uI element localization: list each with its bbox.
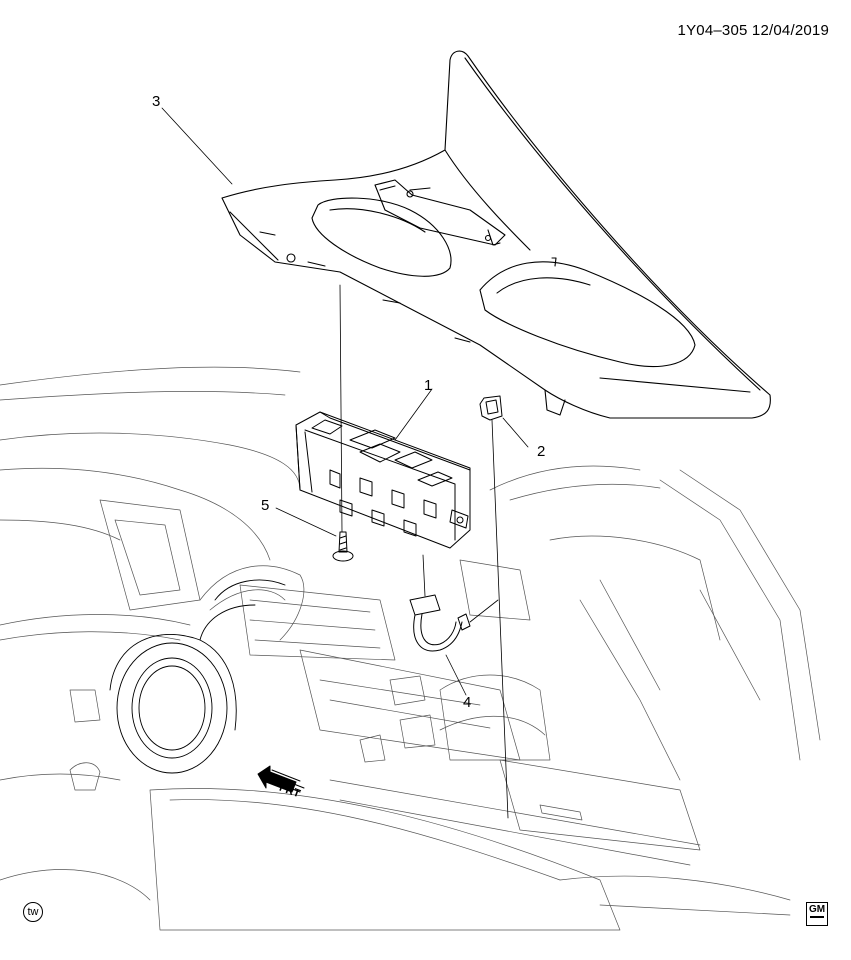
callout-5: 5: [261, 497, 270, 514]
screw: [332, 531, 354, 562]
wire-harness: [409, 594, 471, 652]
console-trim-plate: [221, 50, 771, 419]
shift-boot: [109, 579, 286, 774]
tw-badge: tw: [23, 902, 43, 922]
document-id-date: 1Y04–305 12/04/2019: [677, 22, 829, 39]
callout-2: 2: [537, 443, 546, 460]
leader-lines: [161, 107, 529, 819]
switch-assembly: [295, 411, 471, 549]
callout-3: 3: [152, 93, 161, 110]
vehicle-interior-background: [0, 366, 821, 931]
retainer-clip: [479, 395, 503, 421]
front-arrow-icon: [257, 765, 305, 793]
gm-logo: GM: [806, 902, 828, 926]
callout-1: 1: [424, 377, 433, 394]
callout-4: 4: [463, 694, 472, 711]
